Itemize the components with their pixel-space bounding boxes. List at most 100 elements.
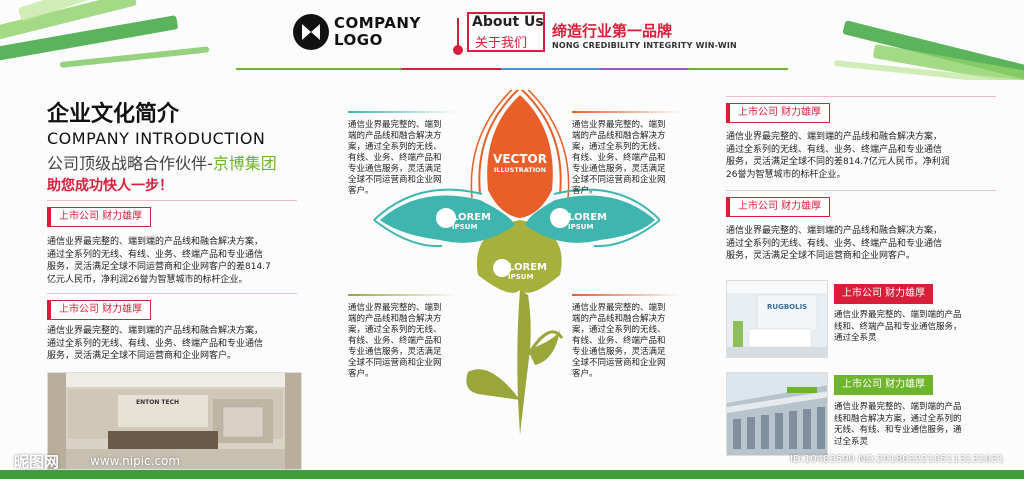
left-block-1-text: 通信业界最完整的、端到端的产品线和融合解决方案， 通过全系列的无线、有线、业务、…: [47, 236, 312, 286]
center-text-3-rule: [348, 294, 460, 296]
text-line: 线和融合解决方案，通过全系列的: [834, 413, 962, 424]
text-line: 通信业界最完整的、端到端的产品线和融合解决方案，: [726, 132, 943, 142]
decorative-corner-right: [824, 0, 1024, 80]
text-line: 通信业界最完整的、端到: [572, 120, 666, 130]
company-logo-text: COMPANY LOGO: [334, 15, 421, 49]
header-rule: [236, 68, 788, 70]
right-divider-1: [726, 96, 996, 97]
about-us-title: About Us: [472, 14, 544, 30]
partner-line: 公司顶级战略合作伙伴-京博集团: [47, 150, 277, 174]
text-line: 客户。: [348, 186, 374, 196]
petal-right-line-1: LOREM: [568, 212, 607, 223]
center-text-1-rule: [348, 111, 460, 113]
text-line: 专业通信服务，灵活满足: [572, 164, 666, 174]
text-line: 通信业界最完整的、端到端的产品线和融合解决方案，: [726, 226, 943, 236]
center-text-2: 通信业界最完整的、端到 端的产品线和融合解决方 案，通过全系列的无线、 有线、业…: [572, 120, 684, 197]
partner-name: 京博集团: [212, 154, 277, 173]
text-line: 案，通过全系列的无线、: [348, 325, 442, 335]
text-line: 专业通信服务，灵活满足: [348, 164, 442, 174]
text-line: 通信业界最完整的、端到端的产品线和融合解决方案，: [47, 326, 264, 336]
text-line: 有线、业务、终端产品和: [572, 153, 666, 163]
about-us-box: [467, 12, 545, 52]
pin-line: [457, 18, 459, 48]
text-line: 通过全系灵: [834, 333, 877, 343]
text-line: 端的产品线和融合解决方: [572, 314, 666, 324]
watermark-site: 昵图网: [14, 453, 60, 471]
partner-prefix: 公司顶级战略合作伙伴-: [47, 154, 213, 173]
text-line: 服务，灵活满足全球不同运营商和企业网客户。: [726, 251, 916, 261]
text-line: 通过全系列的无线、有线、业务、终端产品和专业通信: [47, 338, 264, 349]
text-line: 无线、有线、和专业通信服务，通: [834, 425, 962, 435]
text-line: 全球不同运营商和企业网: [348, 175, 442, 185]
petal-left-line-1: LOREM: [452, 212, 491, 223]
photo-block-2-text: 通信业界最完整的、端到端的产品 线和融合解决方案，通过全系列的 无线、有线、和专…: [834, 402, 1014, 448]
text-line: 通信业界最完整的、端到端的产品线和融合解决方案，: [47, 237, 264, 247]
center-text-4: 通信业界最完整的、端到 端的产品线和融合解决方 案，通过全系列的无线、 有线、业…: [572, 303, 684, 380]
text-line: 通信业界最完整的、端到端的产品: [834, 310, 962, 320]
bottom-bar: [0, 470, 1024, 479]
left-block-1-tag: 上市公司 财力雄厚: [47, 207, 152, 227]
text-line: 全球不同运营商和企业网: [348, 358, 442, 368]
watermark-id: ID:10483590 NO:20180322105113131031: [790, 454, 1004, 465]
text-line: 服务，灵活满足全球不同的差814.7亿元人民币，净利润: [726, 157, 950, 167]
center-text-2-rule: [572, 111, 684, 113]
text-line: 通过全系列的无线、有线、业务、终端产品和专业通信: [47, 249, 264, 260]
petal-right-label: LOREM IPSUM: [568, 212, 607, 231]
text-line: 服务，灵活满足全球不同运营商和企业网客户。: [47, 351, 237, 361]
petal-top-line-2: ILLUSTRATION: [493, 166, 547, 174]
left-divider-2: [47, 293, 297, 294]
photo-block-1-tag: 上市公司 财力雄厚: [834, 284, 934, 304]
left-block-2-tag: 上市公司 财力雄厚: [47, 300, 152, 320]
lobby-sign: ENTON TECH: [136, 399, 180, 406]
text-line: 线和、终端产品和专业通信服务，: [834, 321, 962, 332]
text-line: 服务，灵活满足全球不同运营商和企业网客户的差814.7: [47, 262, 271, 272]
left-divider-1: [47, 200, 297, 201]
logo-line-2: LOGO: [334, 31, 383, 49]
text-line: 通过全系列的无线、有线、业务、终端产品和专业通信: [726, 238, 943, 249]
petal-left-label: LOREM IPSUM: [452, 212, 491, 231]
flower-diagram: [373, 90, 660, 435]
watermark-url: www.nipic.com: [90, 454, 181, 468]
text-line: 端的产品线和融合解决方: [572, 131, 666, 141]
text-line: 端的产品线和融合解决方: [348, 131, 442, 141]
text-line: 客户。: [348, 369, 374, 379]
text-line: 案，通过全系列的无线、: [348, 142, 442, 152]
right-block-2-tag: 上市公司 财力雄厚: [726, 197, 831, 217]
petal-left-line-2: IPSUM: [452, 223, 478, 231]
text-line: 端的产品线和融合解决方: [348, 314, 442, 324]
right-block-1-text: 通信业界最完整的、端到端的产品线和融合解决方案， 通过全系列的无线、有线、业务、…: [726, 131, 1011, 181]
text-line: 通信业界最完整的、端到: [572, 303, 666, 313]
right-divider-2: [726, 190, 996, 191]
text-line: 案，通过全系列的无线、: [572, 325, 666, 335]
text-line: 全球不同运营商和企业网: [572, 358, 666, 368]
text-line: 通过全系列的无线、有线、业务、终端产品和专业通信: [726, 144, 943, 155]
petal-bottom-line-2: IPSUM: [508, 273, 534, 281]
slogan: 缔造行业第一品牌: [552, 22, 673, 40]
text-line: 有线、业务、终端产品和: [348, 153, 442, 163]
left-block-2-text: 通信业界最完整的、端到端的产品线和融合解决方案， 通过全系列的无线、有线、业务、…: [47, 325, 312, 363]
center-text-1: 通信业界最完整的、端到 端的产品线和融合解决方 案，通过全系列的无线、 有线、业…: [348, 120, 460, 197]
text-line: 客户。: [572, 369, 598, 379]
center-text-4-rule: [572, 294, 684, 296]
text-line: 有线、业务、终端产品和: [572, 336, 666, 346]
right-block-1-tag: 上市公司 财力雄厚: [726, 103, 831, 123]
help-slogan: 助您成功快人一步！: [47, 178, 173, 194]
text-line: 专业通信服务，灵活满足: [348, 347, 442, 357]
photo-block-1-text: 通信业界最完整的、端到端的产品 线和、终端产品和专业通信服务， 通过全系灵: [834, 310, 1014, 345]
right-block-2-text: 通信业界最完整的、端到端的产品线和融合解决方案， 通过全系列的无线、有线、业务、…: [726, 225, 1011, 263]
company-logo-icon: [293, 14, 329, 50]
petal-right-line-2: IPSUM: [568, 223, 594, 231]
petal-bottom-line-1: LOREM: [508, 262, 547, 273]
text-line: 有线、业务、终端产品和: [348, 336, 442, 346]
text-line: 通信业界最完整的、端到端的产品: [834, 402, 962, 412]
petal-top-label: VECTOR ILLUSTRATION: [485, 152, 555, 174]
text-line: 通信业界最完整的、端到: [348, 303, 442, 313]
office-lobby-image: ENTON TECH: [47, 372, 302, 470]
petal-top-line-1: VECTOR: [493, 152, 547, 166]
center-text-3: 通信业界最完整的、端到 端的产品线和融合解决方 案，通过全系列的无线、 有线、业…: [348, 303, 460, 380]
about-us-subtitle: 关于我们: [475, 36, 528, 51]
logo-line-1: COMPANY: [334, 14, 421, 32]
slogan-en: NONG CREDIBILITY INTEGRITY WIN-WIN: [552, 41, 737, 50]
pin-dot-icon: [453, 45, 463, 55]
petal-bottom-label: LOREM IPSUM: [508, 262, 547, 281]
